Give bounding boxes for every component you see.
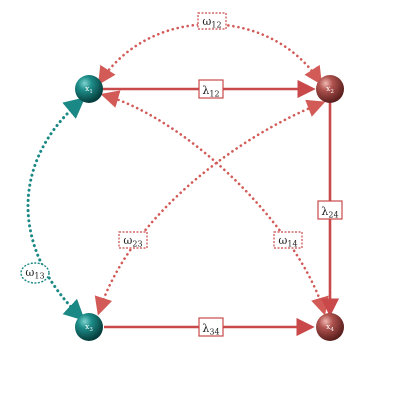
edge-omega12 (98, 22, 322, 86)
lambda24-base: λ (321, 205, 328, 218)
svg-text:λ24: λ24 (321, 205, 338, 220)
label-lambda34: λ34 (198, 317, 224, 337)
svg-text:ω14: ω14 (278, 234, 297, 249)
svg-text:ω23: ω23 (123, 234, 142, 249)
lambda24-sub: 24 (328, 211, 338, 220)
omega12-base: ω (202, 15, 211, 28)
label-omega14: ω14 (273, 231, 303, 249)
omega23-base: ω (123, 234, 132, 247)
edge-omega14 (100, 90, 329, 316)
svg-text:x2: x2 (326, 84, 334, 95)
lambda12-sub: 12 (209, 90, 219, 99)
svg-text:ω12: ω12 (202, 15, 221, 30)
svg-text:x1: x1 (85, 84, 93, 95)
omega14-sub: 14 (287, 240, 297, 249)
lambda34-sub: 34 (209, 328, 219, 337)
lambda34-base: λ (202, 322, 209, 335)
omega14-base: ω (278, 234, 287, 247)
omega13-sub: 13 (34, 272, 44, 281)
svg-text:x4: x4 (326, 322, 334, 333)
label-omega23: ω23 (118, 231, 148, 249)
lambda12-base: λ (202, 84, 209, 97)
svg-text:λ34: λ34 (202, 322, 219, 337)
svg-text:x3: x3 (85, 322, 93, 333)
label-omega13: ω13 (20, 262, 50, 284)
omega13-base: ω (25, 266, 34, 279)
edge-omega13 (26, 97, 86, 321)
node-x1: x1 (75, 75, 103, 103)
label-lambda12: λ12 (198, 79, 224, 99)
svg-text:ω13: ω13 (25, 266, 44, 281)
node-x3: x3 (75, 313, 103, 341)
label-lambda24: λ24 (317, 200, 343, 220)
omega12-sub: 12 (211, 21, 221, 30)
omega23-sub: 23 (132, 240, 142, 249)
node-x2: x2 (316, 75, 344, 103)
label-omega12: ω12 (197, 12, 227, 30)
edge-omega23 (94, 99, 326, 316)
svg-text:λ12: λ12 (202, 84, 219, 99)
node-x4: x4 (316, 313, 344, 341)
